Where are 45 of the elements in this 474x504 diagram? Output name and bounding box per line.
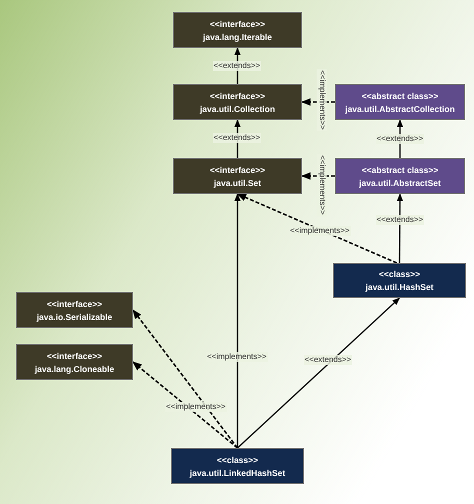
class-box: [16, 344, 133, 380]
arrow: [132, 361, 238, 449]
class-name: java.io.Serializable: [36, 312, 112, 322]
edge-label: <<extends>>: [376, 134, 424, 144]
class-name: java.lang.Iterable: [203, 32, 272, 42]
class-name: java.util.LinkedHashSet: [190, 468, 286, 478]
arrow: [301, 98, 335, 106]
stereotype-label: <<interface>>: [46, 298, 102, 308]
class-name: java.lang.Cloneable: [34, 364, 114, 374]
class-box: [335, 84, 465, 120]
edge-label: <<extends>>: [304, 355, 352, 365]
class-box: [173, 12, 302, 48]
class-name: java.util.Collection: [200, 104, 276, 114]
class-box: [171, 448, 304, 484]
class-name: java.util.Set: [214, 178, 262, 188]
arrow: [396, 193, 404, 263]
stereotype-label: <<class>>: [378, 269, 420, 279]
class-name: java.util.AbstractSet: [359, 178, 441, 188]
stereotype-label: <<abstract class>>: [362, 164, 438, 174]
edge-label: <<extends>>: [212, 61, 262, 71]
edge-label: <<implements>>: [165, 402, 227, 412]
class-name: java.util.HashSet: [365, 282, 434, 292]
class-box: [333, 263, 466, 298]
stereotype-label: <<class>>: [216, 454, 258, 464]
stereotype-label: <<interface>>: [46, 350, 102, 360]
class-box: [335, 158, 465, 194]
edge-label: <<implements>>: [316, 154, 327, 216]
edge-label: <<extends>>: [212, 133, 262, 143]
edge-label: <<implements>>: [289, 226, 351, 236]
class-name: java.util.AbstractCollection: [345, 104, 455, 114]
class-box: [16, 292, 133, 328]
stereotype-label: <<interface>>: [210, 18, 266, 28]
arrow: [237, 297, 400, 448]
stereotype-label: <<interface>>: [210, 90, 266, 100]
edge-label: <<implements>>: [206, 352, 268, 362]
stereotype-label: <<interface>>: [210, 164, 266, 174]
edge-label: <<extends>>: [376, 215, 424, 225]
arrow: [234, 193, 241, 448]
arrow: [301, 172, 335, 180]
stereotype-label: <<abstract class>>: [362, 90, 438, 100]
class-box: [173, 158, 302, 194]
arrow: [236, 193, 398, 264]
class-box: [173, 84, 302, 120]
arrow: [132, 309, 238, 448]
edge-label: <<implements>>: [316, 69, 327, 131]
